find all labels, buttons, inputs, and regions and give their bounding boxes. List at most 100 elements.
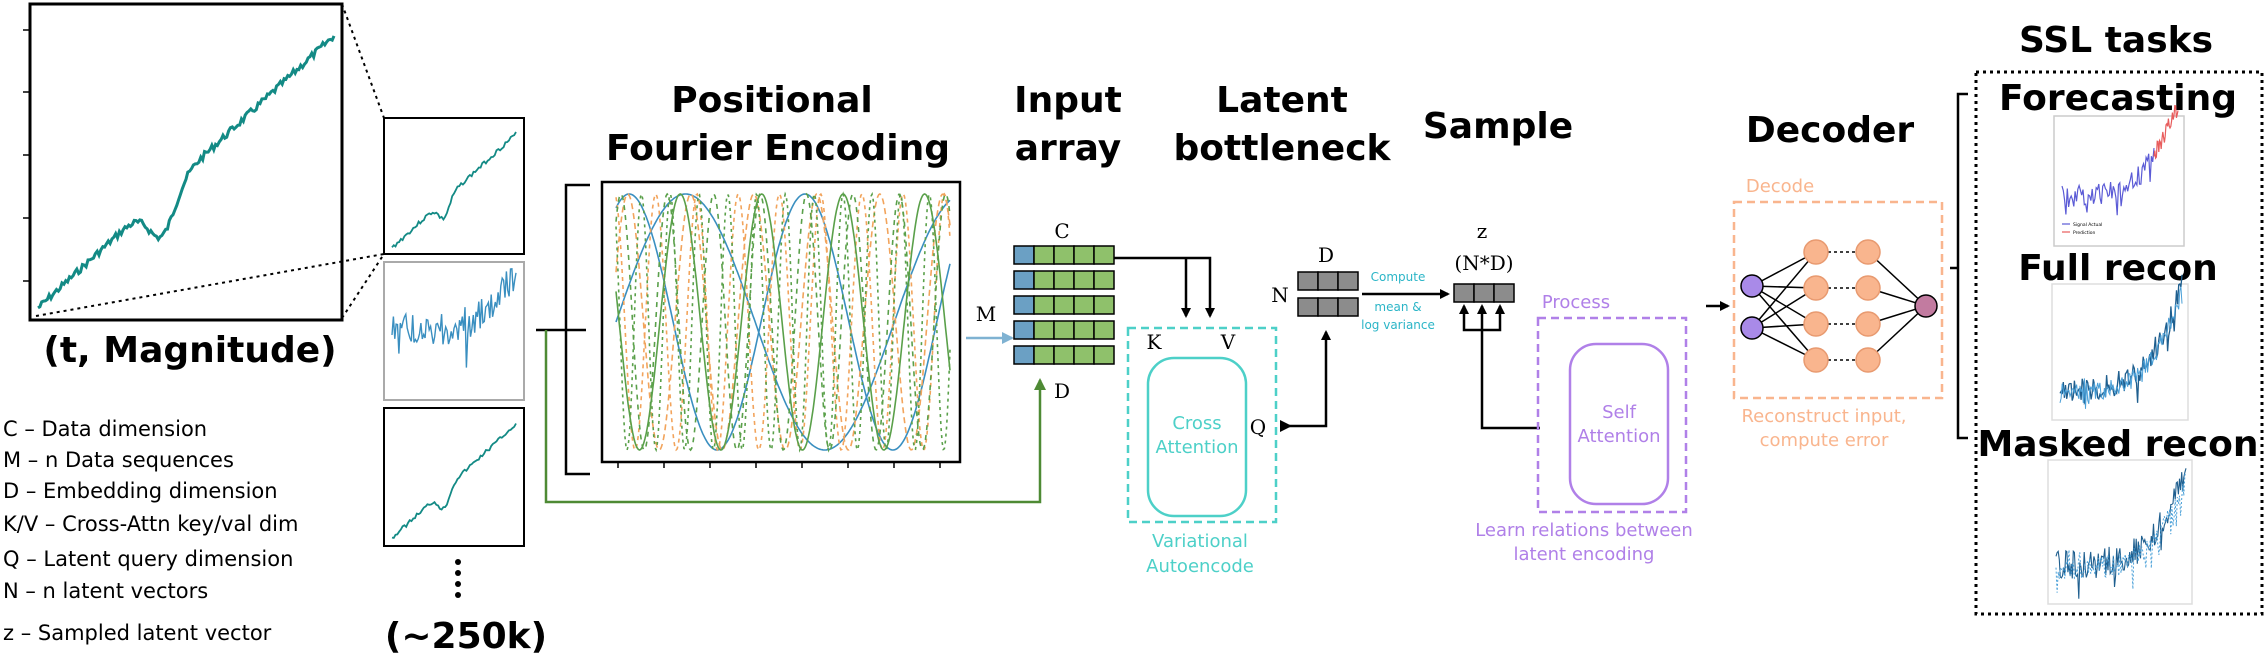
input-array-cell: [1073, 270, 1095, 290]
input-array-cell: [1093, 245, 1115, 265]
fourier-wave: [615, 193, 951, 451]
heading-forecasting: Forecasting: [1999, 78, 2237, 119]
symbol-M: M: [976, 302, 996, 326]
fourier-wave: [615, 193, 951, 451]
input-array-cell: [1093, 320, 1115, 340]
mini-legend-prediction: Prediction: [2073, 230, 2096, 236]
legend-item: z – Sampled latent vector: [3, 621, 272, 645]
network-node: [1914, 294, 1938, 318]
fourier-wave: [615, 192, 951, 452]
ellipsis-dots: [455, 559, 461, 598]
zoom-lines: [35, 3, 385, 319]
input-array-cell: [1053, 270, 1075, 290]
symbol-V: V: [1220, 330, 1236, 354]
raw-input-arrow: [544, 330, 1046, 504]
fourier-plot: [600, 180, 962, 468]
input-array-cell: [1053, 245, 1075, 265]
heading-input: Input: [1014, 80, 1122, 121]
input-array-cell: [1073, 295, 1095, 315]
input-array-cell: [1073, 245, 1095, 265]
input-array-cell: [1093, 270, 1115, 290]
network-node: [1855, 347, 1881, 373]
network-node: [1803, 347, 1829, 373]
ssl-tasks-box: [1974, 70, 2264, 616]
network-node: [1803, 239, 1829, 265]
input-array: [1013, 245, 1115, 365]
q-latent-arrow: [1280, 330, 1331, 432]
tuple-label: (t, Magnitude): [43, 330, 336, 371]
thumbnail-1: [383, 117, 525, 255]
network-node: [1855, 239, 1881, 265]
process-box: Process Self Attention Learn relations b…: [1475, 292, 1693, 565]
vae-caption-line-1: Variational: [1152, 531, 1248, 552]
input-array-cell: [1013, 270, 1035, 290]
decode-caption-line-2: compute error: [1760, 430, 1889, 451]
latent-array: [1297, 271, 1359, 317]
main-series-panel: [23, 2, 344, 322]
sample-array: [1453, 283, 1515, 303]
network-node: [1803, 275, 1829, 301]
stack-bracket: [536, 183, 590, 476]
network-edge: [1867, 251, 1927, 307]
legend-item: N – n latent vectors: [3, 579, 208, 603]
vae-box: Cross Attention K V Q Variational Autoen…: [1126, 326, 1278, 577]
self-attention-line-1: Self: [1602, 402, 1637, 423]
input-array-cell: [1053, 320, 1075, 340]
input-array-cell: [1033, 295, 1055, 315]
legend-item: M – n Data sequences: [3, 448, 234, 472]
heading-fourier: Fourier Encoding: [606, 128, 950, 169]
symbol-Q: Q: [1250, 415, 1266, 439]
symbol-D-latent: D: [1318, 243, 1334, 267]
network-node: [1855, 275, 1881, 301]
input-array-cell: [1053, 345, 1075, 365]
full-recon-plot: [2051, 274, 2189, 421]
input-array-cell: [1073, 320, 1095, 340]
heading-decoder: Decoder: [1746, 110, 1915, 151]
fourier-wave: [615, 193, 951, 451]
input-array-cell: [1013, 345, 1035, 365]
masked-recon-plot: [2047, 459, 2193, 605]
heading-latent: Latent: [1216, 80, 1348, 121]
symbol-N: N: [1271, 283, 1289, 307]
thumbnail-2: [383, 261, 525, 401]
input-array-cell: [1033, 245, 1055, 265]
vae-caption-line-2: Autoencode: [1146, 556, 1254, 577]
symbol-ND: (N*D): [1454, 251, 1513, 275]
input-array-cell: [1013, 245, 1035, 265]
process-caption-line-2: latent encoding: [1513, 544, 1654, 565]
symbol-K: K: [1147, 330, 1163, 354]
input-array-cell: [1013, 295, 1035, 315]
network-edge: [1867, 305, 1927, 361]
process-caption-line-1: Learn relations between: [1475, 520, 1693, 541]
symbol-z: z: [1477, 219, 1488, 243]
main-series-line: [37, 35, 336, 310]
process-title: Process: [1542, 292, 1610, 313]
network-node: [1740, 316, 1764, 340]
legend-item: K/V – Cross-Attn key/val dim: [3, 512, 298, 536]
compute-line-2: mean &: [1374, 300, 1421, 314]
cross-attention-line-2: Attention: [1155, 437, 1238, 458]
count-label: (~250k): [385, 616, 547, 657]
cross-attention-line-1: Cross: [1172, 413, 1221, 434]
heading-ssl-tasks: SSL tasks: [2019, 20, 2213, 61]
heading-masked-recon: Masked recon: [1977, 424, 2258, 465]
network-node: [1855, 311, 1881, 337]
mini-legend-actual: Signal Actual: [2073, 222, 2102, 228]
heading-sample: Sample: [1423, 106, 1573, 147]
symbol-C: C: [1054, 219, 1069, 243]
input-array-cell: [1093, 345, 1115, 365]
input-array-cell: [1093, 295, 1115, 315]
legend-item: D – Embedding dimension: [3, 479, 278, 503]
network-edge: [1751, 251, 1817, 329]
legend-item: C – Data dimension: [3, 417, 207, 441]
symbol-legend: C – Data dimension M – n Data sequences …: [3, 417, 298, 645]
input-array-cell: [1053, 295, 1075, 315]
input-array-cell: [1033, 345, 1055, 365]
network-edge: [1751, 285, 1817, 361]
ssl-bracket: [1950, 92, 1968, 440]
forecasting-plot: Signal Actual Prediction: [2053, 104, 2185, 247]
legend-item: Q – Latent query dimension: [3, 547, 293, 571]
input-array-cell: [1073, 345, 1095, 365]
input-array-cell: [1033, 270, 1055, 290]
